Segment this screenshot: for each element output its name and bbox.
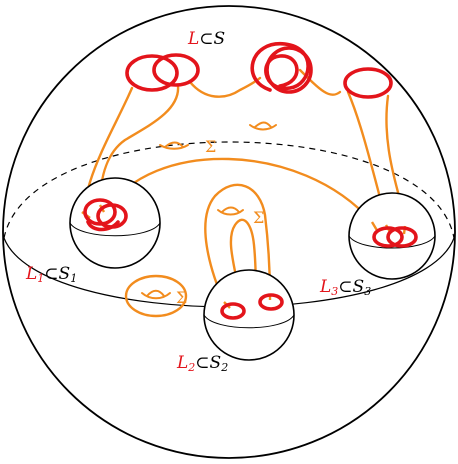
label-l3-l: L (319, 277, 331, 297)
top-hopf-a (125, 54, 179, 92)
label-top: L⊂S (187, 29, 225, 49)
label-l2-subset: ⊂ (195, 353, 209, 373)
genus-handles (141, 121, 277, 300)
label-l2-ssub: 2 (220, 361, 228, 374)
label-l1-s: S (59, 264, 71, 284)
top-unknot (343, 67, 393, 99)
label-l2-s: S (210, 353, 222, 373)
top-trefoil (250, 42, 310, 92)
label-l3-s: S (353, 277, 365, 297)
svg-text:L1⊂S1: L1⊂S1 (25, 264, 77, 285)
svg-text:L3⊂S3: L3⊂S3 (319, 277, 371, 298)
sphere-s2 (203, 269, 295, 361)
label-top-s: S (214, 29, 226, 49)
sphere-s3 (348, 192, 436, 280)
top-hopf-b (152, 53, 200, 87)
sigma-label-3: Σ (176, 288, 187, 307)
small-spheres (69, 177, 436, 361)
label-l2-lsub: 2 (187, 361, 195, 374)
label-l1-ssub: 1 (70, 272, 77, 285)
label-top-l: L (187, 29, 199, 49)
svg-text:L⊂S: L⊂S (187, 29, 225, 49)
label-l3: L3⊂S3 (319, 277, 371, 298)
label-l1: L1⊂S1 (25, 264, 77, 285)
label-l3-ssub: 3 (364, 285, 371, 298)
label-l2: L2⊂S2 (176, 353, 228, 374)
label-top-subset: ⊂ (199, 29, 213, 49)
svg-text:L2⊂S2: L2⊂S2 (176, 353, 228, 374)
link-components (83, 42, 418, 320)
label-l1-l: L (25, 264, 37, 284)
label-l3-lsub: 3 (331, 285, 338, 298)
label-l3-subset: ⊂ (338, 277, 352, 297)
outer-sphere (2, 5, 456, 459)
outer-equator-back (3, 141, 455, 239)
label-l1-subset: ⊂ (44, 264, 58, 284)
label-l2-l: L (176, 353, 188, 373)
label-l1-lsub: 1 (37, 272, 44, 285)
sigma-label-2: Σ (253, 208, 264, 227)
sigma-label-1: Σ (205, 137, 216, 156)
